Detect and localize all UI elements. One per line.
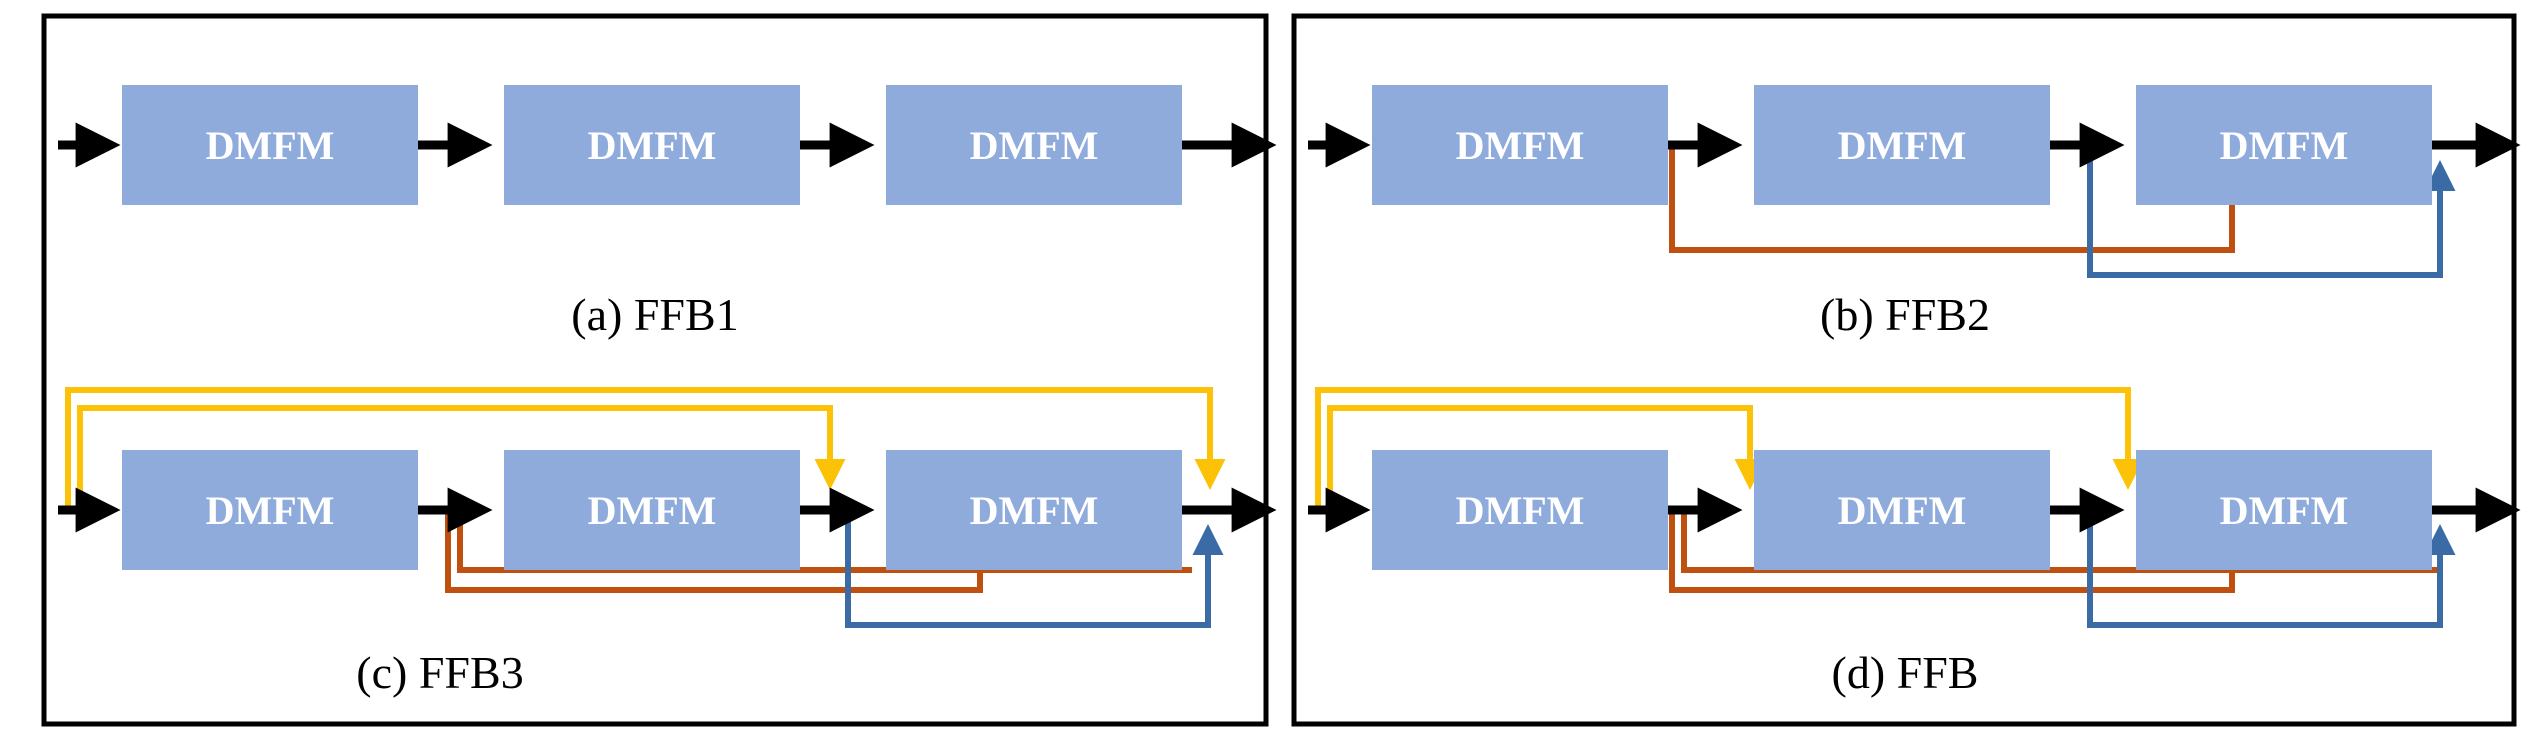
block-rect	[2136, 450, 2432, 570]
block-ffb1-2[interactable]: DMFM	[504, 85, 800, 205]
block-label: DMFM	[1838, 123, 1967, 168]
ffb-yellow-skip	[1315, 387, 2144, 510]
yellow-skip-path-b	[1315, 387, 2144, 510]
block-ffb2-3[interactable]: DMFM	[2136, 85, 2432, 205]
block-ffb3-2[interactable]: DMFM	[504, 450, 800, 570]
block-ffb3-3[interactable]: DMFM	[886, 450, 1182, 570]
panel-border-ffb2	[1291, 13, 2517, 727]
block-rect	[122, 450, 418, 570]
block-ffb-2[interactable]: DMFM	[1754, 450, 2050, 570]
panel-ffb: DMFM DMFM DMFM (d) FFB	[1308, 387, 2521, 698]
block-rect	[504, 450, 800, 570]
panel-ffb1: DMFM DMFM DMFM (a) FFB1	[41, 13, 1277, 727]
block-label: DMFM	[1456, 123, 1585, 168]
panel-caption-ffb: (d) FFB	[1832, 647, 1979, 698]
block-label: DMFM	[1456, 488, 1585, 533]
panel-ffb3: DMFM DMFM DMFM (c) FFB3	[58, 387, 1277, 698]
ffb2-orange-skip	[1669, 145, 2248, 253]
block-rect	[2136, 85, 2432, 205]
blue-skip-path	[2087, 510, 2456, 628]
ffb3-blue-skip	[845, 510, 1224, 628]
block-ffb2-1[interactable]: DMFM	[1372, 85, 1668, 205]
block-label: DMFM	[588, 488, 717, 533]
block-label: DMFM	[206, 488, 335, 533]
ffb3-yellow-skip	[65, 387, 1226, 510]
yellow-skip-path-a	[77, 405, 846, 510]
panel-caption-ffb2: (b) FFB2	[1820, 289, 1990, 340]
block-ffb2-2[interactable]: DMFM	[1754, 85, 2050, 205]
block-rect	[1372, 85, 1668, 205]
panel-border-ffb1	[41, 13, 1269, 727]
block-rect	[122, 85, 418, 205]
block-rect	[1754, 450, 2050, 570]
yellow-skip-path-b	[65, 387, 1226, 510]
orange-skip-path	[1669, 145, 2248, 253]
block-label: DMFM	[206, 123, 335, 168]
ffb2-blue-skip	[2087, 145, 2456, 278]
block-label: DMFM	[588, 123, 717, 168]
block-ffb1-3[interactable]: DMFM	[886, 85, 1182, 205]
block-ffb-3[interactable]: DMFM	[2136, 450, 2432, 570]
block-ffb1-1[interactable]: DMFM	[122, 85, 418, 205]
block-label: DMFM	[2220, 123, 2349, 168]
panel-caption-ffb3: (c) FFB3	[356, 647, 523, 698]
block-ffb3-1[interactable]: DMFM	[122, 450, 418, 570]
block-label: DMFM	[2220, 488, 2349, 533]
block-label: DMFM	[970, 123, 1099, 168]
block-rect	[886, 85, 1182, 205]
ffb-blue-skip	[2087, 510, 2456, 628]
block-label: DMFM	[970, 488, 1099, 533]
yellow-skip-path-a	[1327, 405, 1766, 510]
block-label: DMFM	[1838, 488, 1967, 533]
block-rect	[1754, 85, 2050, 205]
block-rect	[504, 85, 800, 205]
block-ffb-1[interactable]: DMFM	[1372, 450, 1668, 570]
block-rect	[886, 450, 1182, 570]
blue-skip-path	[845, 510, 1224, 628]
blue-skip-path	[2087, 145, 2456, 278]
block-rect	[1372, 450, 1668, 570]
panel-caption-ffb1: (a) FFB1	[571, 289, 738, 340]
panel-ffb2: DMFM DMFM DMFM (b) FFB2	[1291, 13, 2521, 727]
